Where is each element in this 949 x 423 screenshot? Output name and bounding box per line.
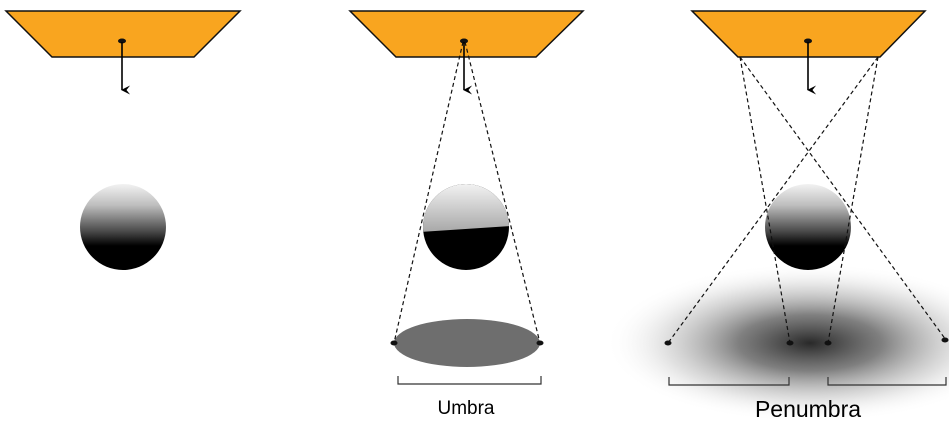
panel-1: [6, 11, 240, 270]
ray-endpoint-right-panel-2: [537, 341, 544, 346]
umbra-label: Umbra: [437, 398, 494, 420]
light-source-panel-1: [6, 11, 240, 57]
ray-endpoint-3-panel-3: [825, 341, 832, 346]
panel-2: [350, 11, 583, 384]
ray-endpoint-4-panel-3: [942, 338, 949, 343]
sphere-panel-1: [80, 184, 166, 270]
umbra-shadow: [394, 319, 540, 367]
umbra-bracket: [398, 376, 541, 384]
ray-endpoint-1-panel-3: [665, 341, 672, 346]
penumbra-label: Penumbra: [755, 396, 861, 423]
ray-endpoint-left-panel-2: [391, 341, 398, 346]
ray-endpoint-2-panel-3: [787, 341, 794, 346]
panel-3: [605, 11, 949, 422]
sphere-panel-3: [765, 184, 851, 270]
